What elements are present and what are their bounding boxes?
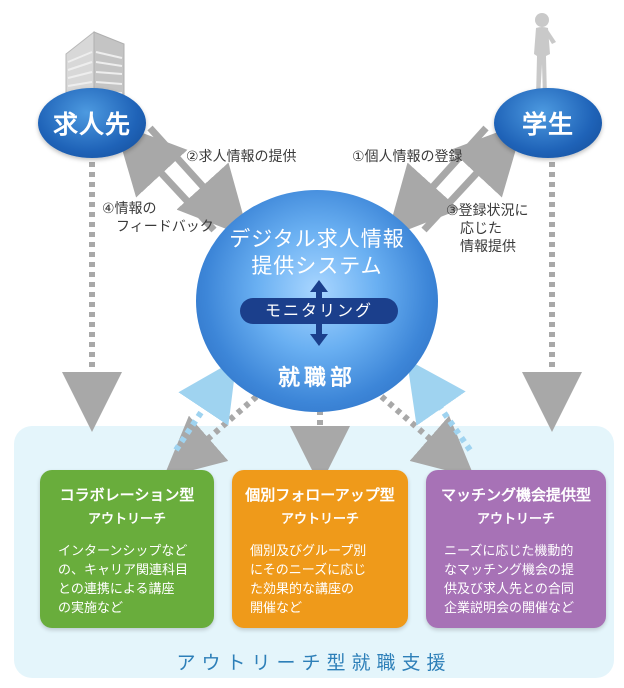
status-info-label: ③登録状況に 応じた 情報提供 (446, 203, 529, 255)
system-to-student-arrow (421, 122, 524, 233)
student-register-label: ①個人情報の登録 (352, 149, 463, 165)
left-feedback-arrow (173, 359, 237, 452)
system-title: デジタル求人情報 提供システム (229, 227, 405, 278)
collaboration-subtitle: アウトリーチ (87, 512, 166, 527)
dept-right-arrow (372, 387, 475, 478)
followup-subtitle: アウトリーチ (280, 512, 359, 527)
system-to-employer-arrow (114, 122, 217, 233)
matching-body: ニーズに応じた機動的 なマッチング機会の提 供及び求人先との合同 企業説明会の開… (444, 544, 575, 616)
employer-label: 求人先 (52, 110, 131, 139)
monitoring-pill: モニタリング (240, 298, 398, 324)
followup-box: 個別フォローアップ型 アウトリーチ 個別及びグループ別 にそのニーズに応じ た効… (232, 470, 408, 628)
collaboration-box: コラボレーション型 アウトリーチ インターンシップなど の、キャリア関連科目 と… (40, 470, 214, 628)
dept-left-arrow (163, 387, 266, 478)
collaboration-body: インターンシップなど の、キャリア関連科目 との連携による講座 の実施など (58, 544, 189, 616)
student-node: 学生 (494, 88, 602, 158)
student-label: 学生 (521, 110, 574, 139)
person-icon (534, 13, 556, 98)
matching-title: マッチング機会提供型 (440, 486, 591, 504)
followup-title: 個別フォローアップ型 (245, 486, 395, 504)
matching-subtitle: アウトリーチ (476, 512, 555, 527)
followup-body: 個別及びグループ別 にそのニーズに応じ た効果的な講座の 開催など (250, 544, 367, 616)
footer-title: アウトリーチ型就職支援 (176, 652, 452, 674)
right-feedback-arrow (406, 359, 473, 452)
matching-box: マッチング機会提供型 アウトリーチ ニーズに応じた機動的 なマッチング機会の提 … (426, 470, 606, 628)
feedback-label: ④情報の フィードバック (102, 201, 214, 235)
department-label: 就職部 (277, 366, 356, 391)
employer-post-label: ②求人情報の提供 (186, 149, 297, 165)
employer-node: 求人先 (38, 88, 146, 158)
collaboration-title: コラボレーション型 (59, 486, 195, 504)
